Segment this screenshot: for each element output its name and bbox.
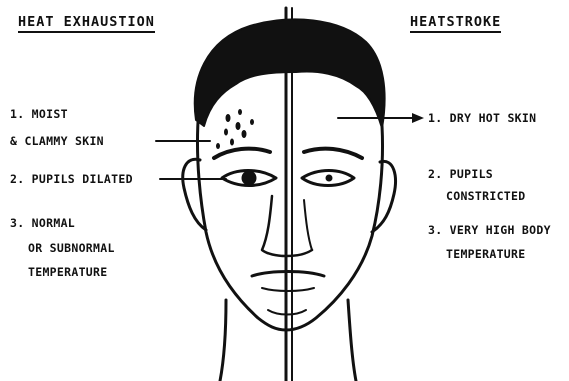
left-eyebrow [214,149,270,158]
left-item-1-line-2: & CLAMMY SKIN [10,132,104,151]
hair [195,19,385,128]
right-item-2-line-1: 2. PUPILS [428,165,493,184]
left-item-3-line-1: 3. NORMAL [10,214,75,233]
pointer-lines [156,118,412,179]
heat-exhaustion-title: HEAT EXHAUSTION [18,14,155,33]
mouth [252,272,324,277]
heatstroke-title: HEATSTROKE [410,14,501,33]
left-item-3-line-2: OR SUBNORMAL [28,239,115,258]
sweat-drops [216,109,254,149]
right-pupil-constricted [326,175,332,181]
neck-right [348,300,356,381]
right-item-1-line-1: 1. DRY HOT SKIN [428,109,536,128]
right-item-3-line-1: 3. VERY HIGH BODY [428,221,551,240]
right-item-2-line-2: CONSTRICTED [446,187,525,206]
right-eyebrow [304,149,362,158]
right-item-3-line-2: TEMPERATURE [446,245,525,264]
face-outline-right [286,126,383,330]
left-item-2-line-1: 2. PUPILS DILATED [10,170,133,189]
face-outline-left [197,122,286,330]
left-item-3-line-3: TEMPERATURE [28,263,107,282]
left-pupil-dilated [242,171,256,185]
neck-left [220,300,226,381]
left-item-1-line-1: 1. MOIST [10,105,68,124]
